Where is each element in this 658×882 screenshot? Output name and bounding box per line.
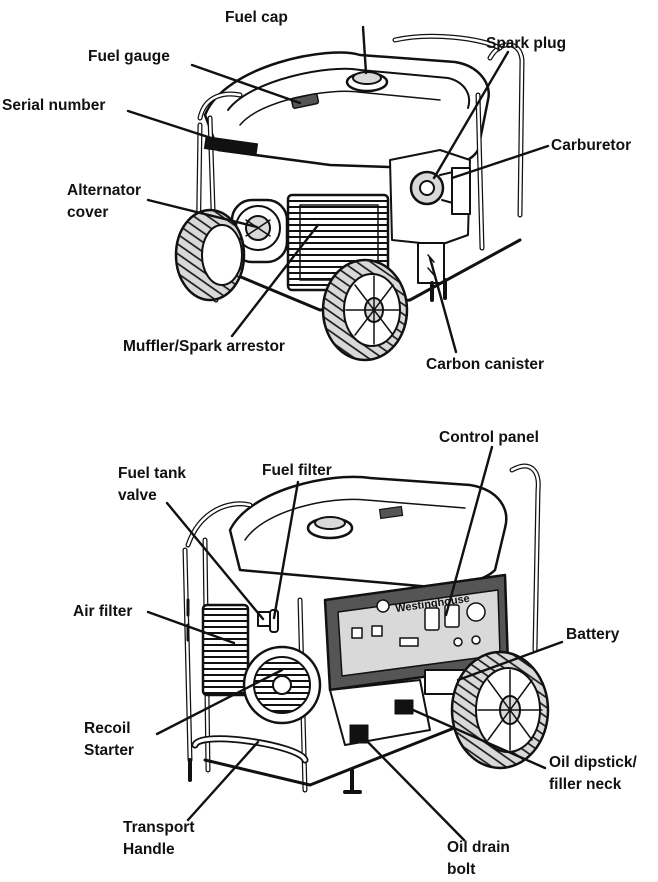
label-transport-handle: Transport Handle: [123, 819, 195, 858]
label-air-filter: Air filter: [73, 603, 133, 620]
label-oil-drain-bolt: Oil drain bolt: [447, 839, 510, 878]
recoil-starter-shape: [242, 645, 322, 725]
leader-fuel-filter: [272, 480, 300, 620]
leader-muffler: [230, 223, 320, 338]
label-muffler: Muffler/Spark arrestor: [123, 338, 285, 355]
label-spark-plug: Spark plug: [486, 35, 567, 52]
carbon-canister-shape: [417, 242, 445, 284]
leader-fuel-cap: [361, 25, 368, 75]
leader-oil-drain-bolt: [358, 732, 466, 842]
leader-battery: [456, 640, 564, 682]
label-fuel-gauge: Fuel gauge: [88, 48, 170, 65]
leader-fuel-gauge: [190, 63, 302, 105]
label-fuel-tank-valve: Fuel tank valve: [118, 465, 187, 504]
leader-air-filter: [146, 610, 236, 645]
label-recoil-starter: Recoil Starter: [84, 720, 134, 759]
label-control-panel: Control panel: [439, 429, 539, 446]
leader-spark-plug: [432, 50, 510, 180]
leader-carbon-canister: [428, 256, 458, 354]
top-generator-illustration: [174, 33, 525, 362]
label-oil-dipstick: Oil dipstick/ filler neck: [549, 754, 637, 793]
bottom-generator-illustration: Westinghouse: [182, 463, 550, 794]
label-fuel-cap: Fuel cap: [225, 9, 288, 26]
label-carburetor: Carburetor: [551, 137, 632, 154]
label-serial-number: Serial number: [2, 97, 106, 114]
top-leader-lines: [126, 25, 550, 354]
label-alternator-cover: Alternator cover: [67, 182, 142, 221]
leader-oil-dipstick: [402, 704, 547, 770]
fuel-filter-shape: [269, 609, 279, 633]
leader-carburetor: [450, 144, 550, 180]
leader-serial-number: [126, 109, 250, 152]
leader-fuel-tank-valve: [165, 501, 265, 621]
leader-control-panel: [444, 445, 494, 617]
air-filter-shape: [201, 603, 250, 697]
leader-transport-handle: [186, 740, 260, 822]
bottom-leader-lines: [146, 445, 564, 842]
leader-recoil-starter: [155, 668, 284, 736]
label-fuel-filter: Fuel filter: [262, 462, 332, 479]
label-battery: Battery: [566, 626, 620, 643]
fuel-gauge-shape: [290, 93, 320, 109]
label-carbon-canister: Carbon canister: [426, 356, 545, 373]
leader-alternator-cover: [146, 198, 259, 229]
